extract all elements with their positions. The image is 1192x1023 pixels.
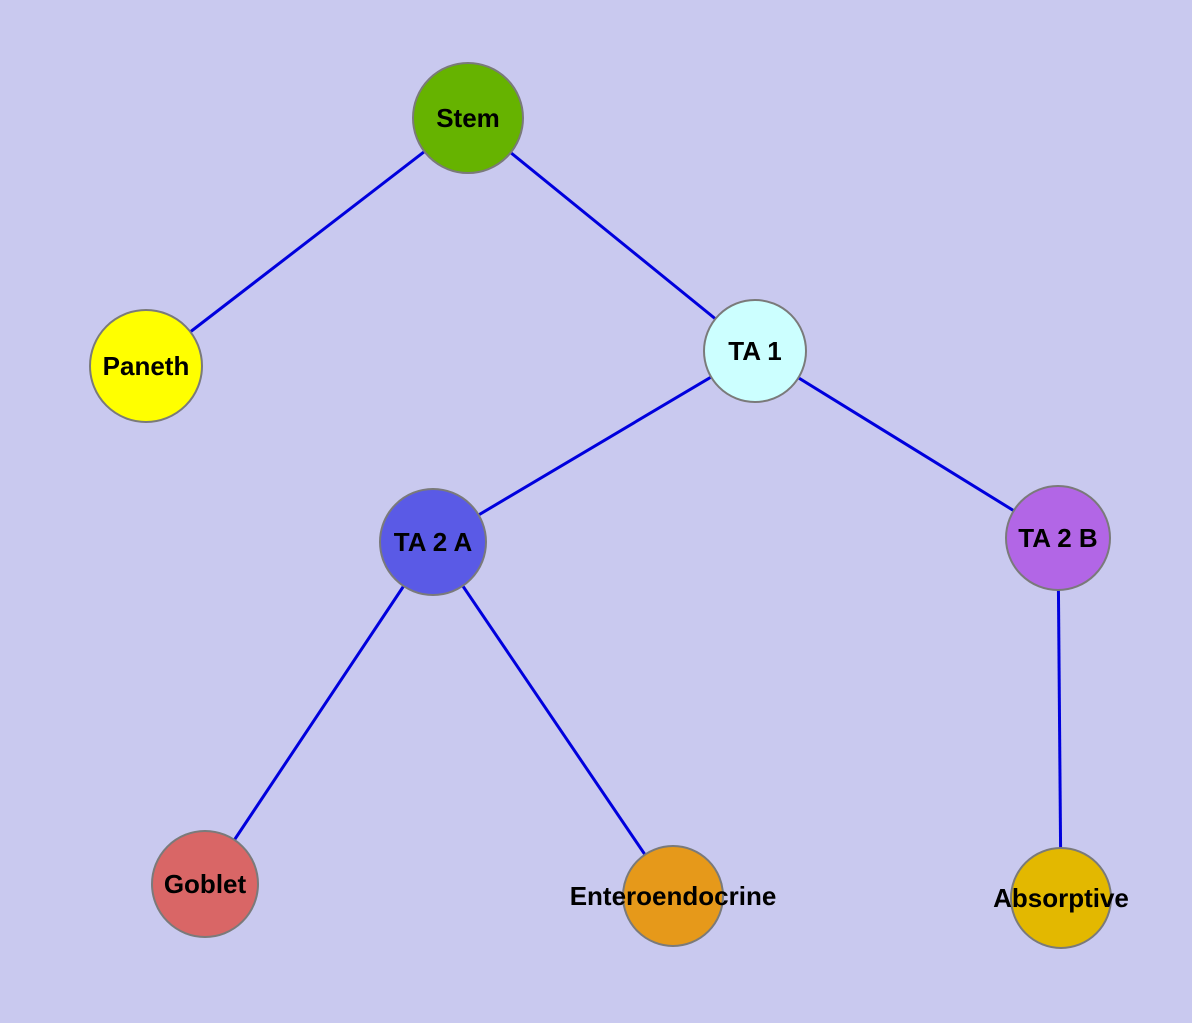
edge-ta-2-a-to-enteroendocrine [431,541,675,897]
node-stem[interactable]: Stem [412,62,524,174]
node-circle-absorptive[interactable] [1010,847,1112,949]
node-ta-2-b[interactable]: TA 2 B [1005,485,1111,591]
node-circle-paneth[interactable] [89,309,203,423]
node-goblet[interactable]: Goblet [151,830,259,938]
edge-stem-to-ta-1 [467,116,756,353]
edge-ta-1-to-ta-2-a [432,349,756,544]
node-ta-1[interactable]: TA 1 [703,299,807,403]
edge-ta-2-b-to-absorptive [1056,537,1063,899]
node-circle-goblet[interactable] [151,830,259,938]
edge-ta-1-to-ta-2-b [754,349,1059,540]
edge-stem-to-paneth [145,116,469,368]
node-paneth[interactable]: Paneth [89,309,203,423]
node-ta-2-a[interactable]: TA 2 A [379,488,487,596]
node-circle-ta-1[interactable] [703,299,807,403]
edge-ta-2-a-to-goblet [203,541,435,885]
node-enteroendocrine[interactable]: Enteroendocrine [570,845,777,947]
node-absorptive[interactable]: Absorptive [993,847,1129,949]
node-circle-ta-2-b[interactable] [1005,485,1111,591]
node-circle-stem[interactable] [412,62,524,174]
node-circle-ta-2-a[interactable] [379,488,487,596]
node-circle-enteroendocrine[interactable] [622,845,724,947]
